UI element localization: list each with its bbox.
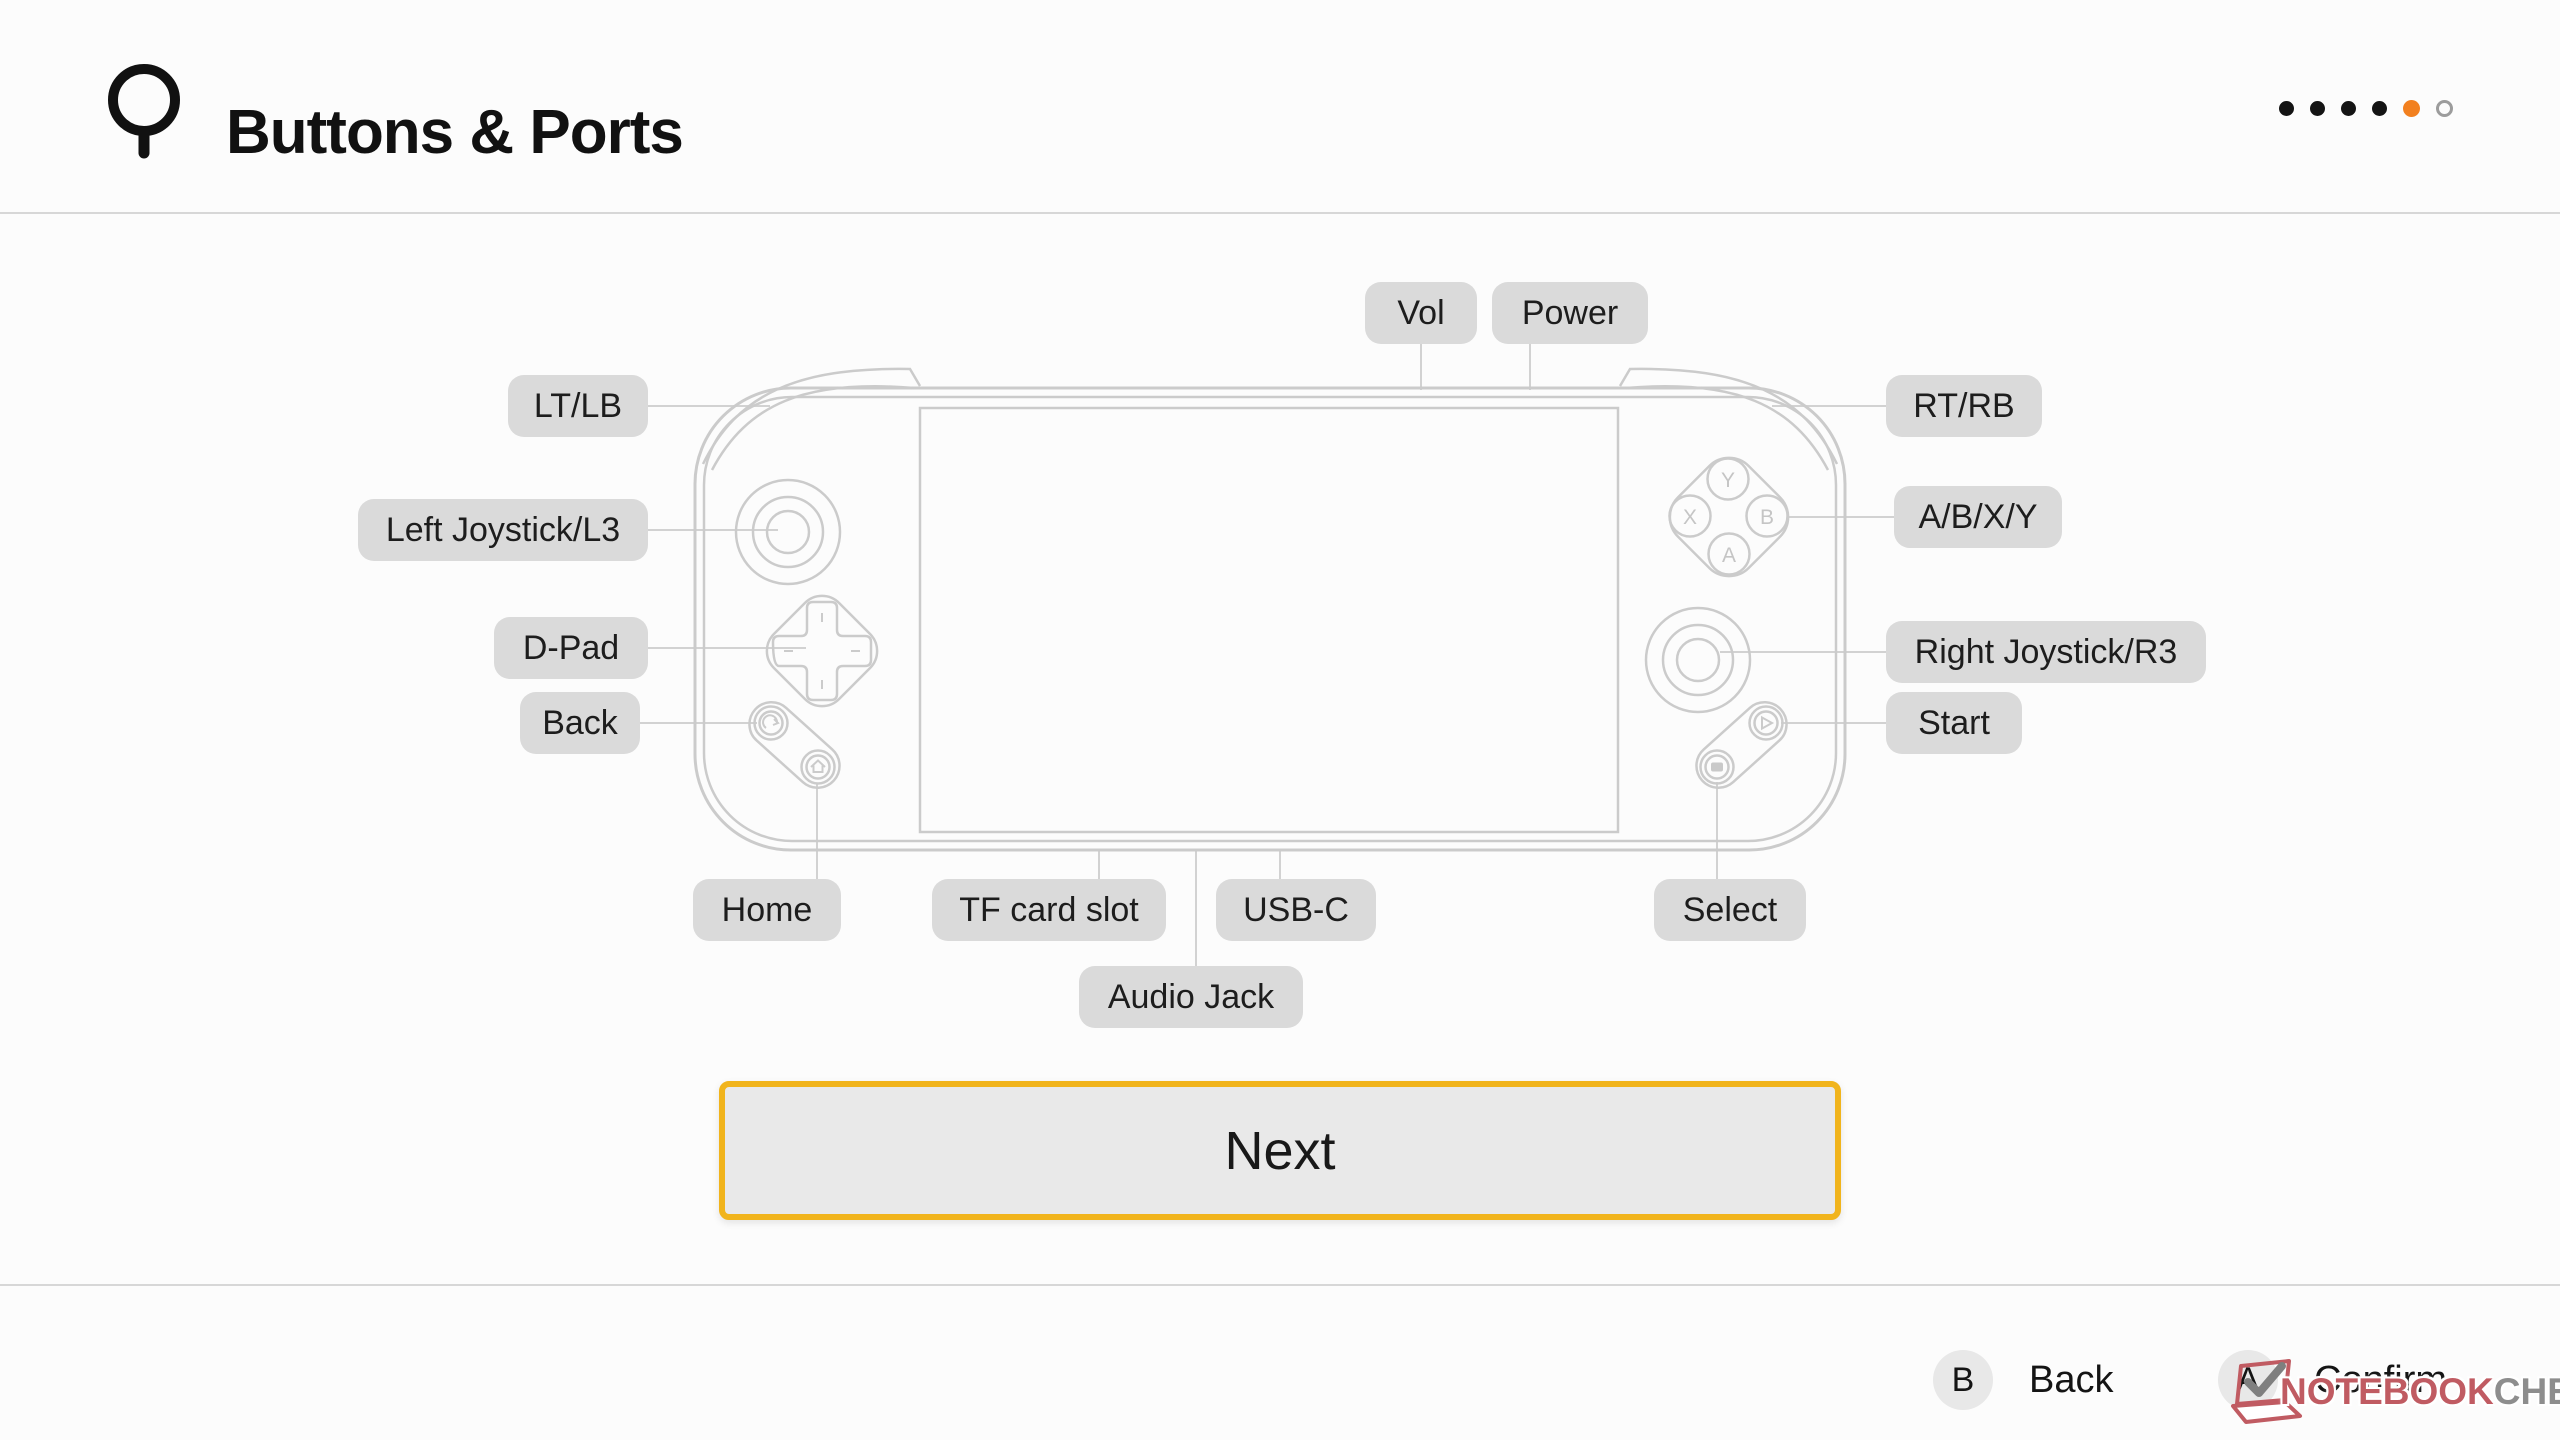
- footer-divider: [0, 1284, 2560, 1286]
- start-select-cluster: [1695, 701, 1788, 789]
- label-start: Start: [1886, 692, 2022, 754]
- footer-hint-confirm: A Confirm: [2218, 1350, 2447, 1410]
- d-pad: [765, 594, 879, 708]
- abxy-letters: Y X B A: [1683, 469, 1774, 567]
- abxy-cluster: [1668, 456, 1790, 578]
- label-audio-jack: Audio Jack: [1079, 966, 1303, 1028]
- pagination-dot-6-empty: [2436, 99, 2453, 117]
- label-right-joystick: Right Joystick/R3: [1886, 621, 2206, 683]
- label-vol: Vol: [1365, 282, 1477, 344]
- button-y: [1706, 457, 1750, 501]
- pagination-dot-5-active: [2403, 99, 2420, 117]
- page-title: Buttons & Ports: [226, 98, 684, 167]
- button-x: [1668, 494, 1712, 538]
- label-tf-card-slot: TF card slot: [932, 879, 1166, 941]
- label-lt-lb: LT/LB: [508, 375, 648, 437]
- pagination-dots: [2279, 99, 2453, 117]
- label-power: Power: [1492, 282, 1648, 344]
- label-left-joystick: Left Joystick/L3: [358, 499, 648, 561]
- left-joystick: [734, 478, 842, 586]
- pagination-dot-2-filled: [2310, 100, 2325, 116]
- pagination-dot-3-filled: [2341, 100, 2356, 116]
- left-shoulder-bump: [701, 367, 922, 465]
- device-screen: [918, 406, 1620, 834]
- select-icon: [1711, 762, 1723, 772]
- label-rt-rb: RT/RB: [1886, 375, 2042, 437]
- button-b-letter: B: [1760, 506, 1774, 529]
- label-abxy: A/B/X/Y: [1894, 486, 2062, 548]
- button-a-letter: A: [1722, 544, 1736, 567]
- button-y-letter: Y: [1721, 469, 1735, 492]
- brand-logo-icon: [108, 64, 180, 159]
- button-b: [1745, 494, 1789, 538]
- button-x-letter: X: [1683, 506, 1697, 529]
- label-select: Select: [1654, 879, 1806, 941]
- header-divider: [0, 212, 2560, 214]
- back-arrow-icon: [762, 714, 780, 729]
- home-icon: [810, 759, 826, 773]
- label-back: Back: [520, 692, 640, 754]
- start-play-icon: [1761, 715, 1775, 731]
- label-home: Home: [693, 879, 841, 941]
- footer-hint-back: B Back: [1933, 1350, 2113, 1410]
- label-usb-c: USB-C: [1216, 879, 1376, 941]
- pagination-dot-4-filled: [2372, 100, 2387, 116]
- gamepad-b-key-icon: B: [1933, 1350, 1993, 1410]
- label-d-pad: D-Pad: [494, 617, 648, 679]
- right-shoulder-bump: [1618, 367, 1839, 465]
- connector-lines: [640, 344, 1894, 966]
- gamepad-a-key-icon: A: [2218, 1350, 2278, 1410]
- device-outline: [693, 367, 1847, 852]
- button-a: [1707, 532, 1751, 576]
- hint-confirm-label: Confirm: [2314, 1358, 2448, 1401]
- pagination-dot-1-filled: [2279, 100, 2294, 116]
- hint-back-label: Back: [2029, 1358, 2114, 1401]
- next-button[interactable]: Next: [719, 1081, 1841, 1220]
- right-joystick: [1644, 606, 1752, 714]
- back-home-cluster: [748, 701, 841, 789]
